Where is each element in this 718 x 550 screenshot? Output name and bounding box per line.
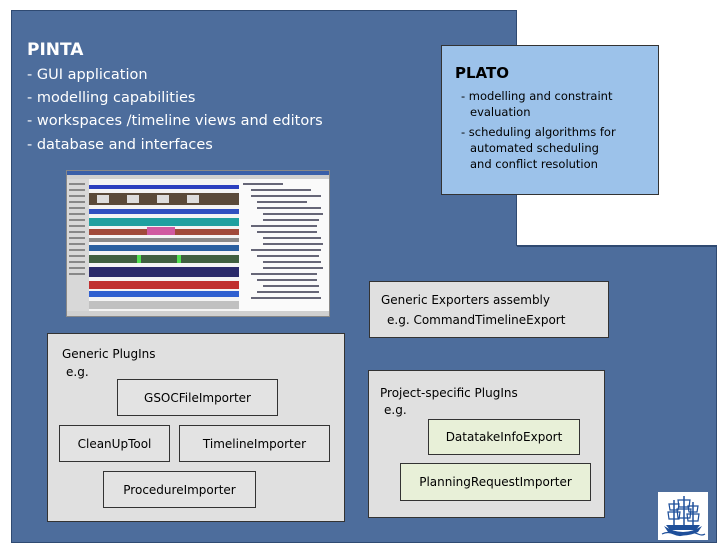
pinta-border-step [517, 245, 717, 247]
pinta-item: - GUI application [27, 67, 148, 83]
application-screenshot [66, 170, 330, 317]
plugin-procedureimporter: ProcedureImporter [103, 471, 256, 508]
plugin-gsocfileimporter: GSOCFileImporter [117, 379, 278, 416]
screenshot-image [67, 171, 329, 316]
project-plugins-title: Project-specific PlugIns [380, 386, 518, 400]
plato-title: PLATO [455, 64, 509, 82]
generic-exporters-example: e.g. CommandTimelineExport [387, 313, 566, 327]
project-plugins-eg: e.g. [384, 403, 407, 417]
pinta-item: - workspaces /timeline views and editors [27, 113, 323, 129]
plato-line: - scheduling algorithms for [461, 125, 616, 139]
pinta-item: - modelling capabilities [27, 90, 196, 106]
plugin-timelineimporter: TimelineImporter [179, 425, 330, 462]
generic-exporters-box [369, 281, 609, 338]
ship-icon [661, 496, 706, 537]
plato-line: automated scheduling [470, 141, 599, 155]
ship-logo [658, 492, 708, 540]
plato-line: and conflict resolution [470, 157, 598, 171]
plugin-datatakeinfoexport: DatatakeInfoExport [428, 419, 580, 455]
generic-plugins-eg: e.g. [66, 365, 89, 379]
pinta-title: PINTA [27, 40, 84, 60]
plugin-cleanuptool: CleanUpTool [59, 425, 170, 462]
plato-line: evaluation [470, 105, 531, 119]
generic-plugins-title: Generic PlugIns [62, 347, 156, 361]
plato-line: - modelling and constraint [461, 89, 613, 103]
plato-box [441, 45, 659, 195]
generic-exporters-title: Generic Exporters assembly [381, 293, 550, 307]
pinta-item: - database and interfaces [27, 137, 213, 153]
plugin-planningrequestimporter: PlanningRequestImporter [400, 463, 591, 501]
